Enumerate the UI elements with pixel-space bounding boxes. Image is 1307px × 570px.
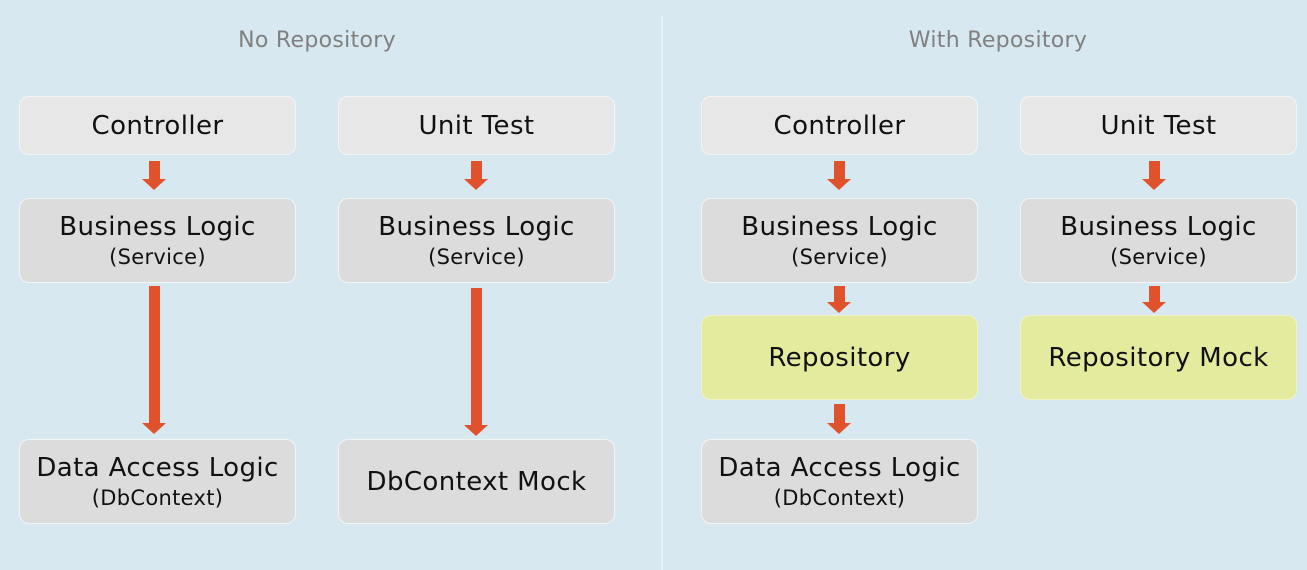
business-logic-label: Business Logic <box>378 211 575 242</box>
data-access-logic-box: Data Access Logic (DbContext) <box>701 439 978 524</box>
section-title-with-repository: With Repository <box>908 28 1088 53</box>
controller-box: Controller <box>19 96 296 155</box>
arrow-down-icon <box>827 404 851 434</box>
controller-label: Controller <box>773 110 906 141</box>
business-logic-box: Business Logic (Service) <box>338 198 615 283</box>
business-logic-label: Business Logic <box>59 211 256 242</box>
business-logic-box: Business Logic (Service) <box>1020 198 1297 283</box>
arrow-down-icon <box>827 161 851 190</box>
arrow-down-icon <box>464 161 488 190</box>
data-access-logic-label: Data Access Logic <box>36 452 279 483</box>
dbcontext-label: (DbContext) <box>773 485 906 510</box>
repository-box: Repository <box>701 315 978 400</box>
dbcontext-mock-box: DbContext Mock <box>338 439 615 524</box>
business-logic-box: Business Logic (Service) <box>19 198 296 283</box>
repository-mock-label: Repository Mock <box>1048 342 1269 373</box>
business-logic-box: Business Logic (Service) <box>701 198 978 283</box>
unit-test-box: Unit Test <box>338 96 615 155</box>
repository-label: Repository <box>768 342 911 373</box>
data-access-logic-label: Data Access Logic <box>718 452 961 483</box>
unit-test-label: Unit Test <box>1100 110 1217 141</box>
data-access-logic-box: Data Access Logic (DbContext) <box>19 439 296 524</box>
repository-mock-box: Repository Mock <box>1020 315 1297 400</box>
section-title-no-repository: No Repository <box>238 28 396 53</box>
service-label: (Service) <box>791 244 888 269</box>
arrow-down-icon <box>142 161 166 190</box>
service-label: (Service) <box>1110 244 1207 269</box>
arrow-down-icon <box>827 286 851 313</box>
arrow-down-icon <box>1142 161 1166 190</box>
controller-label: Controller <box>91 110 224 141</box>
arrow-down-icon <box>464 288 488 436</box>
dbcontext-label: (DbContext) <box>91 485 224 510</box>
service-label: (Service) <box>428 244 525 269</box>
section-divider <box>661 16 663 570</box>
controller-box: Controller <box>701 96 978 155</box>
business-logic-label: Business Logic <box>1060 211 1257 242</box>
business-logic-label: Business Logic <box>741 211 938 242</box>
arrow-down-icon <box>142 286 166 434</box>
dbcontext-mock-label: DbContext Mock <box>366 466 587 497</box>
service-label: (Service) <box>109 244 206 269</box>
unit-test-box: Unit Test <box>1020 96 1297 155</box>
arrow-down-icon <box>1142 286 1166 313</box>
unit-test-label: Unit Test <box>418 110 535 141</box>
